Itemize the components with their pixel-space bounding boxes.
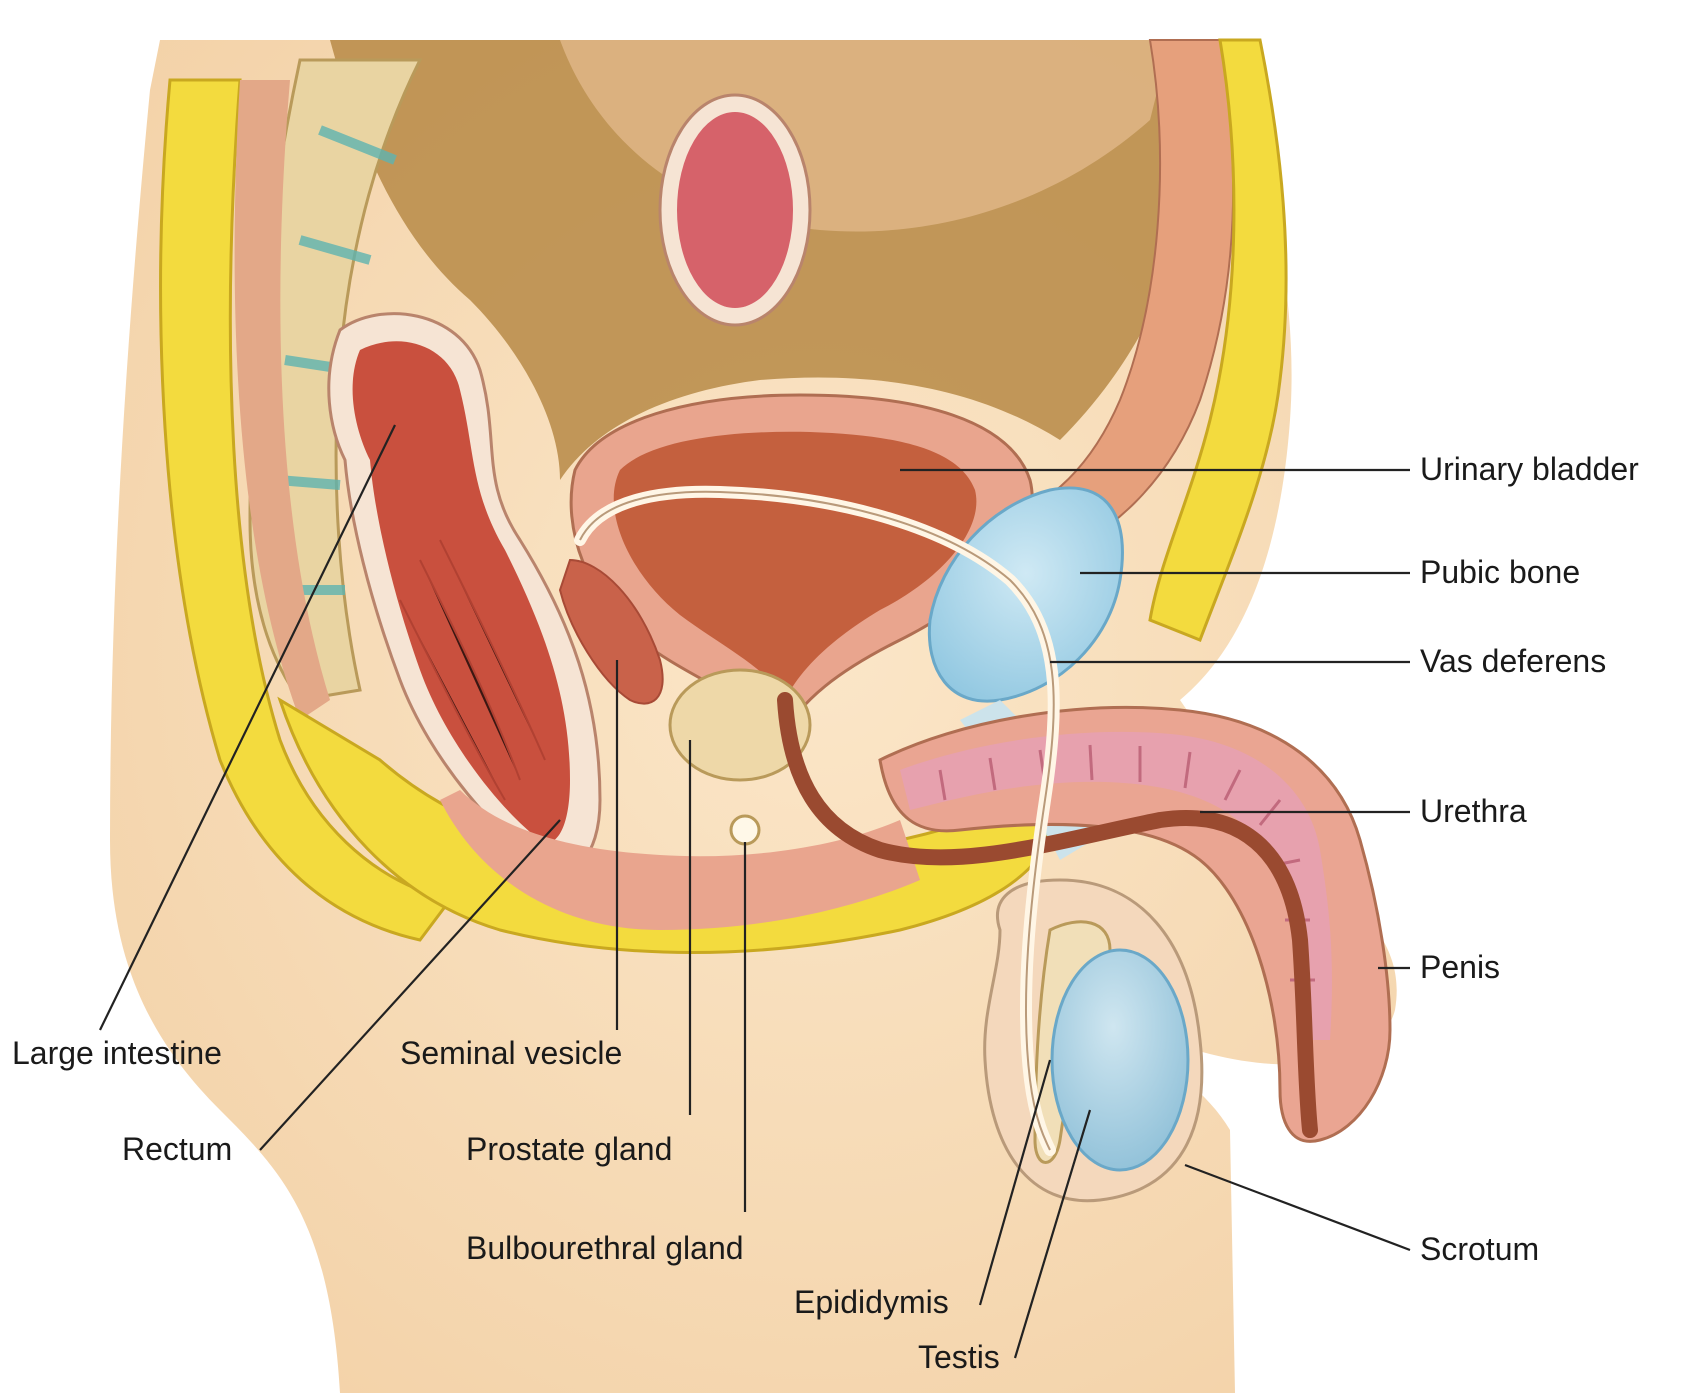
label-urethra: Urethra bbox=[1420, 795, 1527, 827]
label-vas-deferens: Vas deferens bbox=[1420, 645, 1606, 677]
label-large-intestine: Large intestine bbox=[12, 1037, 222, 1069]
testis-shape bbox=[1052, 950, 1188, 1170]
label-pubic-bone: Pubic bone bbox=[1420, 556, 1580, 588]
label-epididymis: Epididymis bbox=[794, 1286, 949, 1318]
label-rectum: Rectum bbox=[122, 1133, 232, 1165]
label-bulbourethral-gland: Bulbourethral gland bbox=[466, 1232, 744, 1264]
label-prostate-gland: Prostate gland bbox=[466, 1133, 672, 1165]
label-seminal-vesicle: Seminal vesicle bbox=[400, 1037, 622, 1069]
label-penis: Penis bbox=[1420, 951, 1500, 983]
label-urinary-bladder: Urinary bladder bbox=[1420, 453, 1639, 485]
label-scrotum: Scrotum bbox=[1420, 1233, 1539, 1265]
bulbourethral-shape bbox=[731, 816, 759, 844]
label-testis: Testis bbox=[918, 1341, 1000, 1373]
